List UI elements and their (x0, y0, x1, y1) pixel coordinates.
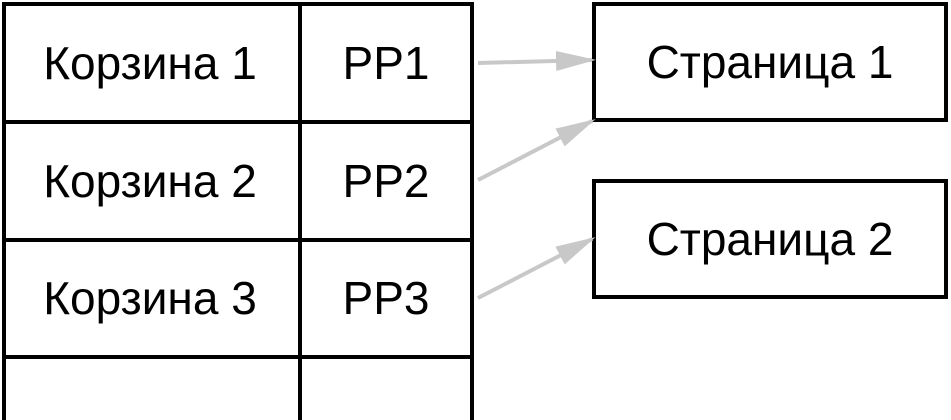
bucket-table-frame (2, 2, 474, 420)
page-box (592, 2, 948, 122)
pointer-arrow (477, 119, 596, 182)
bucket-label: Корзина 1 (43, 37, 257, 89)
bucket-pointer: РР3 (343, 272, 430, 324)
bucket-pointer: РР1 (343, 37, 430, 89)
bucket-pointer: РР2 (343, 155, 430, 207)
pointer-arrow (477, 237, 596, 300)
bucket-label: Корзина 3 (43, 272, 257, 324)
page-label: Страница 1 (647, 36, 894, 88)
bucket-label: Корзина 2 (43, 155, 257, 207)
pointer-arrow (477, 50, 596, 71)
page-label: Страница 2 (647, 213, 894, 265)
